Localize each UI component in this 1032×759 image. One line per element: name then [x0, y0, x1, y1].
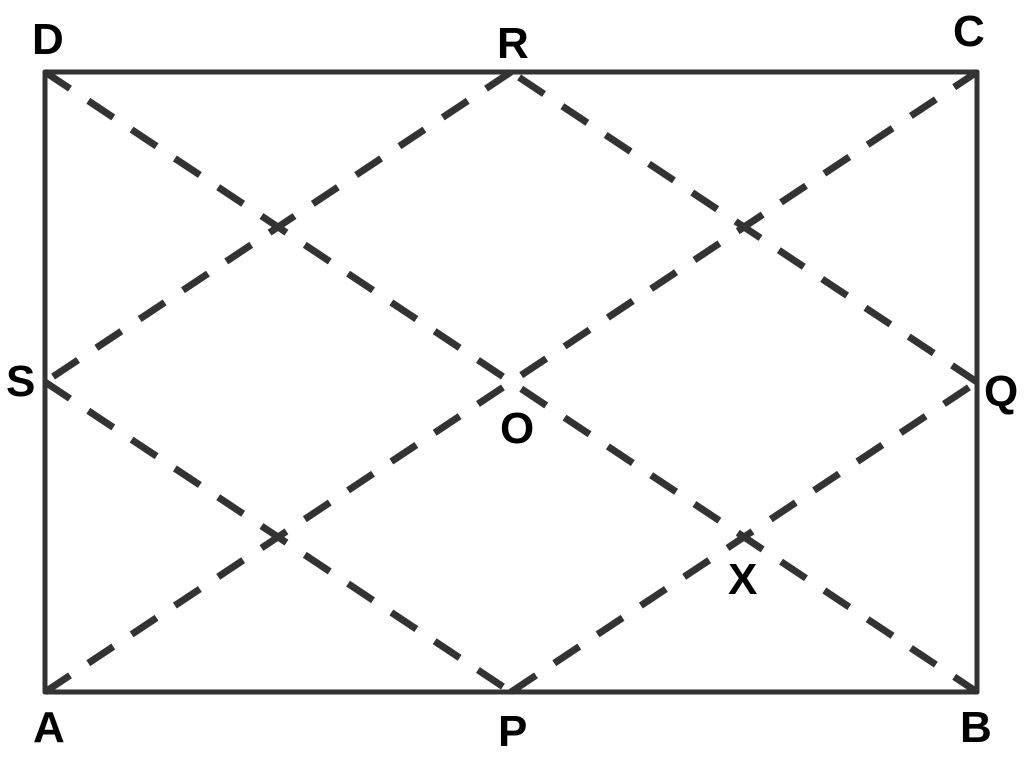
label-p: P — [498, 707, 527, 756]
segment-pq — [509, 379, 979, 695]
label-c: C — [953, 7, 985, 56]
label-s: S — [6, 357, 35, 406]
label-x: X — [728, 555, 757, 604]
label-d: D — [32, 15, 64, 64]
segment-rs — [43, 69, 513, 385]
label-r: R — [497, 19, 529, 68]
segment-sp — [43, 379, 513, 695]
label-q: Q — [984, 367, 1018, 416]
segment-qr — [509, 69, 979, 385]
label-b: B — [960, 703, 992, 752]
label-o: O — [500, 404, 534, 453]
label-a: A — [33, 703, 65, 752]
